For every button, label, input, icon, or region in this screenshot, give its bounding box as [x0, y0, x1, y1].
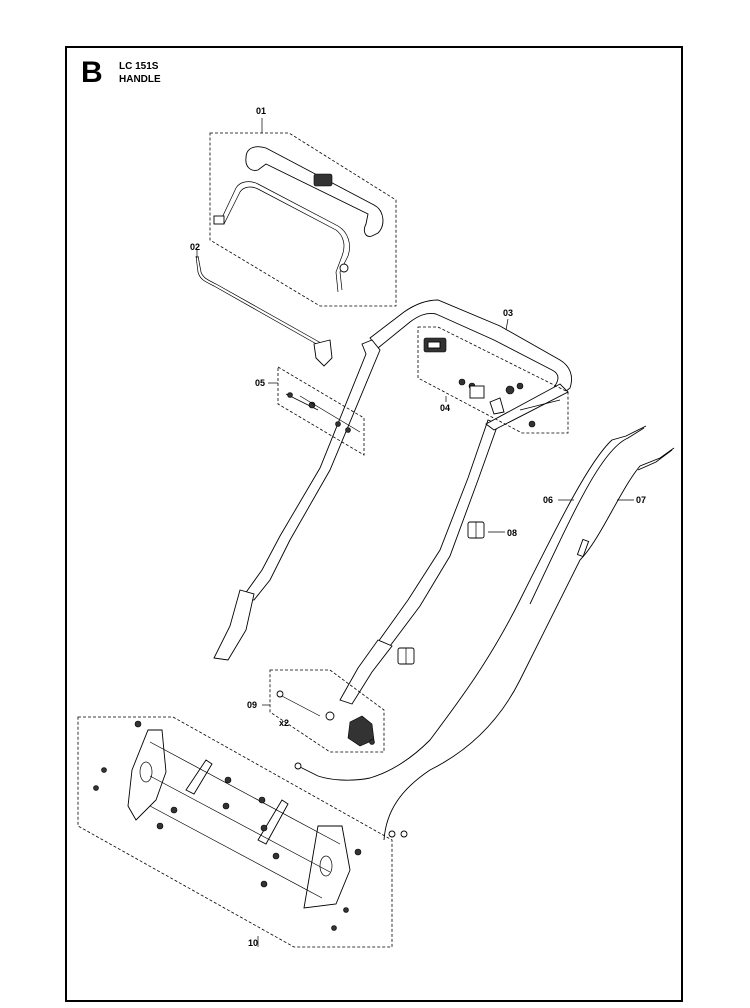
model-name: LC 151S: [119, 61, 159, 72]
part-03-handle-frame[interactable]: [213, 299, 572, 705]
part-02-bail-cable[interactable]: [195, 255, 333, 367]
callout-08: 08: [507, 528, 517, 538]
callout-02: 02: [190, 242, 200, 252]
part-10-height-adjust-kit[interactable]: [77, 716, 393, 948]
callout-06: 06: [543, 495, 553, 505]
leader-03: [505, 318, 509, 331]
part-07-cable[interactable]: [383, 447, 675, 841]
part-09-knob-kit[interactable]: [269, 669, 385, 753]
callout-05: 05: [255, 378, 265, 388]
callout-03: 03: [503, 308, 513, 318]
section-letter: B: [81, 56, 103, 89]
callout-04: 04: [440, 403, 450, 413]
quantity-09: x2: [279, 718, 289, 728]
part-08-clip[interactable]: [397, 521, 485, 665]
part-01-top-grip[interactable]: [209, 132, 397, 307]
assembly-name: HANDLE: [119, 74, 161, 85]
callout-01: 01: [256, 106, 266, 116]
callout-10: 10: [248, 938, 258, 948]
part-06-cable[interactable]: [294, 425, 647, 781]
diagram-frame: [65, 46, 683, 1002]
part-05-bolt-kit[interactable]: [277, 366, 365, 456]
part-04-cable-control[interactable]: [417, 326, 569, 434]
callout-09: 09: [247, 700, 257, 710]
callout-07: 07: [636, 495, 646, 505]
